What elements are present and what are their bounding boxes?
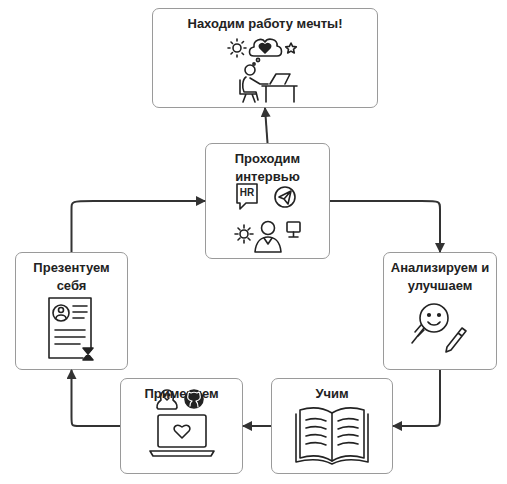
box-title: Применяем xyxy=(126,385,237,403)
process-box: Проходим интервью xyxy=(205,143,330,259)
flow-arrow xyxy=(72,370,121,426)
process-box: Применяем xyxy=(120,378,243,474)
goal-box: Находим работу мечты! xyxy=(152,8,378,108)
flow-arrow xyxy=(393,370,440,426)
box-title: Анализируем и улучшаем xyxy=(389,259,491,295)
flow-arrow xyxy=(243,425,271,427)
flow-arrow xyxy=(330,201,440,252)
process-box: Презентуем себя xyxy=(15,252,128,370)
flow-arrow xyxy=(72,201,206,252)
process-box: Анализируем и улучшаем xyxy=(383,252,497,370)
box-title: Проходим интервью xyxy=(211,150,324,186)
icon-label: HR xyxy=(237,187,257,199)
box-title: Учим xyxy=(277,385,387,403)
box-title: Находим работу мечты! xyxy=(158,15,372,33)
flow-arrow xyxy=(265,108,268,143)
process-box: Учим xyxy=(271,378,393,474)
box-title: Презентуем себя xyxy=(21,259,122,295)
